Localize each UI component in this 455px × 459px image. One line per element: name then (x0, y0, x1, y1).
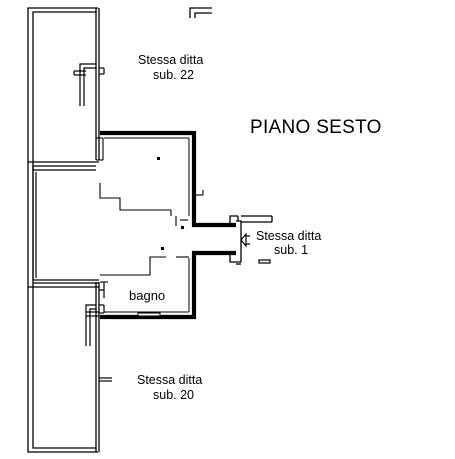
top-right-wall-fragment (189, 7, 212, 18)
west-middle-bay (32, 170, 37, 280)
west-opening-upper (96, 137, 104, 161)
west-divider-upper (28, 161, 99, 171)
west-building-outline (27, 7, 100, 453)
central-partitions (99, 183, 189, 283)
central-thick-walls (100, 130, 236, 320)
bathroom-window (137, 312, 161, 317)
east-annex-walls (229, 215, 273, 265)
east-annex-fixture (240, 232, 250, 248)
east-label-line1: Stessa ditta (256, 229, 321, 243)
west-divider-lower (28, 279, 99, 288)
room-label-bagno: bagno (129, 288, 165, 303)
east-label-line2: sub. 1 (274, 243, 308, 257)
south-label-line1: Stessa ditta (137, 373, 202, 387)
north-label-line1: Stessa ditta (138, 53, 203, 67)
east-dash-mark (258, 259, 271, 264)
floor-title: PIANO SESTO (250, 117, 382, 138)
central-wall-inner-lines (104, 137, 190, 313)
central-right-tick (194, 190, 204, 196)
north-recess (73, 63, 105, 106)
central-dot-marks (157, 157, 184, 250)
north-label-line2: sub. 22 (153, 68, 194, 82)
south-label-line2: sub. 20 (153, 388, 194, 402)
south-recess (85, 282, 112, 382)
